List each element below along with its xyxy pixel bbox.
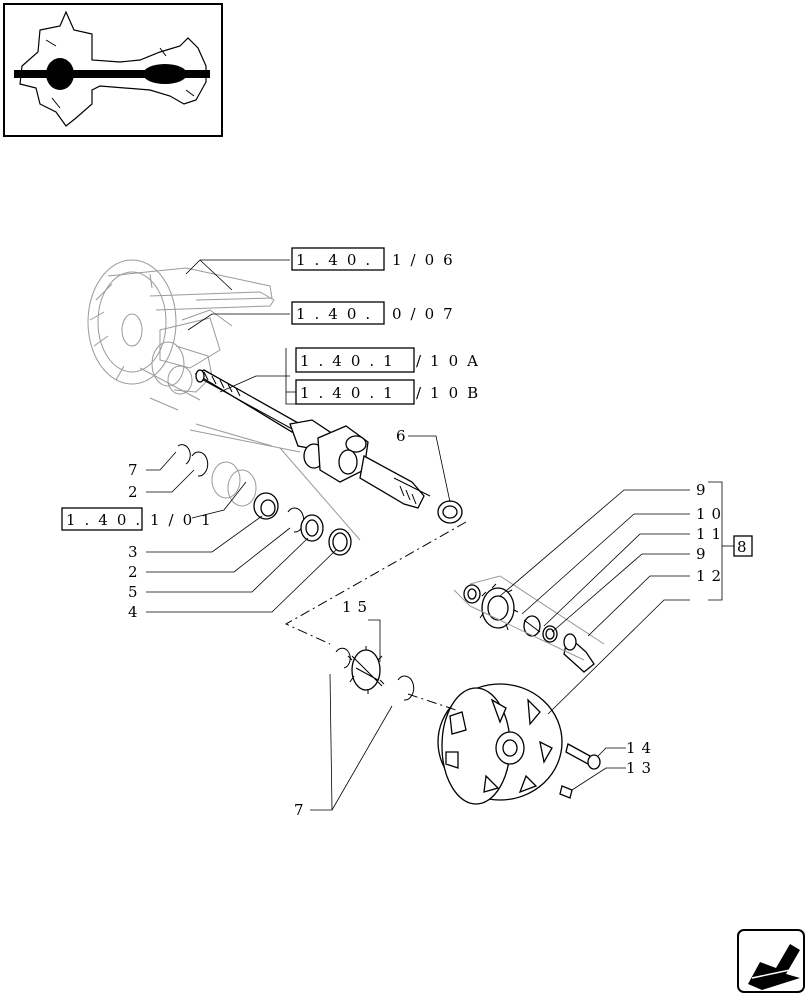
reference-5-page: 1/01 — [150, 511, 220, 529]
callout-10: 10 — [696, 505, 727, 523]
callout-3: 3 — [128, 543, 144, 561]
reference-3-page: /10A — [416, 352, 487, 370]
callout-8: 8 — [733, 535, 753, 557]
differential-background — [87, 259, 275, 411]
sun-gear-15 — [335, 646, 415, 701]
callout-8-label: 8 — [737, 538, 753, 556]
callout-11: 11 — [696, 525, 727, 543]
reference-leaders — [185, 259, 298, 519]
callout-12: 12 — [696, 567, 727, 585]
planet-gear-assembly — [463, 583, 595, 673]
callout-7-top: 7 — [128, 461, 144, 479]
group-lines — [189, 423, 605, 661]
callout-9-top: 9 — [696, 481, 712, 499]
axle-shaft — [194, 369, 431, 509]
reference-2-code: 1.40. — [296, 305, 379, 323]
callout-6: 6 — [396, 427, 412, 445]
axle-assembly-thumbnail — [3, 3, 223, 137]
seal-ring-6 — [437, 500, 463, 524]
reference-4[interactable]: 1.40.1 /10B — [295, 379, 487, 405]
pin-13 — [559, 785, 573, 799]
reference-5[interactable]: 1.40. 1/01 — [61, 507, 220, 531]
callout-2-top: 2 — [128, 483, 144, 501]
callout-leaders — [146, 435, 734, 811]
reference-4-code: 1.40.1 — [300, 384, 402, 402]
callout-13: 13 — [626, 759, 657, 777]
callout-15: 15 — [342, 598, 373, 616]
centre-lines — [284, 521, 467, 711]
planet-carrier — [437, 683, 563, 805]
next-page-arrow-icon[interactable] — [737, 929, 805, 993]
callout-7-bottom: 7 — [294, 801, 310, 819]
callout-4: 4 — [128, 603, 144, 621]
callout-2-bottom: 2 — [128, 563, 144, 581]
bolt-14 — [565, 743, 601, 770]
bearing-stack — [177, 444, 352, 556]
reference-1-page: 1/06 — [392, 251, 462, 269]
callout-14: 14 — [626, 739, 657, 757]
reference-2-page: 0/07 — [392, 305, 462, 323]
reference-1[interactable]: 1.40. 1/06 — [291, 247, 462, 271]
reference-1-code: 1.40. — [296, 251, 379, 269]
callout-9-bottom: 9 — [696, 545, 712, 563]
callout-5: 5 — [128, 583, 144, 601]
reference-5-code: 1.40. — [66, 511, 149, 529]
reference-3-code: 1.40.1 — [300, 352, 402, 370]
reference-4-page: /10B — [416, 384, 487, 402]
reference-3[interactable]: 1.40.1 /10A — [295, 347, 487, 373]
reference-2[interactable]: 1.40. 0/07 — [291, 301, 462, 325]
